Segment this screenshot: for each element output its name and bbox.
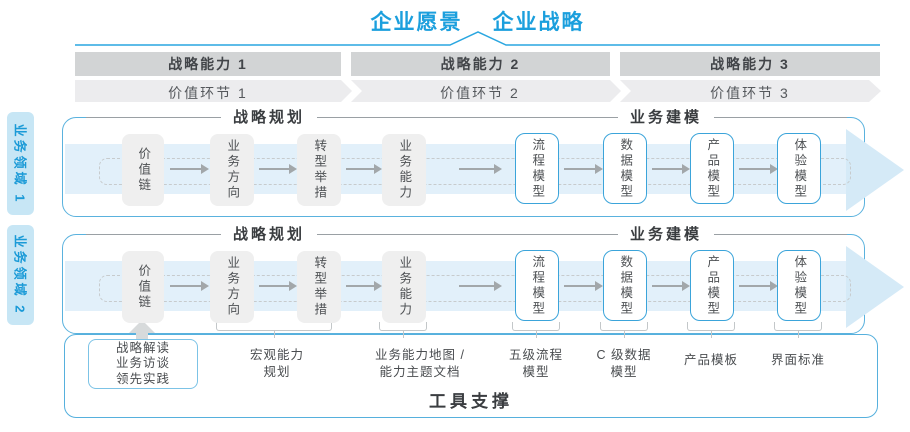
annotation-data-model: C 级数据 模型 (596, 348, 652, 379)
box-value-chain: 价值链 (122, 134, 164, 206)
enterprise-strategy-label: 企业战略 (492, 11, 585, 34)
box-business-direction: 业务方向 (210, 251, 254, 323)
flow-arrow-icon (259, 164, 297, 174)
flow-arrow-icon (259, 281, 297, 291)
strategic-capability-label-1: 战略能力 1 (168, 56, 248, 72)
brace-product-template (687, 322, 735, 338)
annotation-capability-map: 业务能力地图 / 能力主题文档 (375, 348, 465, 379)
flow-arrow-icon (652, 281, 690, 291)
flow-band-arrowhead-icon (846, 129, 904, 211)
annotation-product-template: 产品模板 (683, 353, 739, 367)
domain-tag-1-label: 业务领域 1 (12, 123, 27, 204)
box-process-model: 流程模型 (515, 250, 559, 321)
annotation-macro-capability: 宏观能力 规划 (249, 348, 305, 379)
domain-tag-2-label: 业务领域 2 (12, 234, 27, 316)
enterprise-vision-label: 企业愿景 (370, 11, 463, 34)
box-business-capability: 业务能力 (382, 251, 426, 323)
box-business-capability: 业务能力 (382, 134, 426, 206)
modeling-section-header: 业务建模 (617, 226, 715, 244)
up-arrow-icon (129, 320, 155, 333)
flow-arrow-icon (170, 281, 209, 291)
section-header-line (86, 109, 847, 127)
flow-arrow-icon (459, 281, 502, 291)
planning-section-header: 战略规划 (220, 109, 318, 127)
strategic-capability-band-2: 战略能力 2 (351, 52, 610, 76)
flow-arrow-icon (346, 164, 382, 174)
section-header-line (86, 226, 847, 244)
brace-capability-map (379, 322, 427, 338)
value-link-label-2: 价值环节 2 (440, 85, 520, 101)
flow-arrow-icon (459, 164, 502, 174)
tools-support-container: 工具支撑 (64, 334, 878, 418)
brace-data-model (600, 322, 648, 338)
box-business-direction: 业务方向 (210, 134, 254, 206)
dashed-flow-path (99, 275, 851, 302)
annotation-ui-standard: 界面标准 (770, 353, 826, 367)
modeling-section-header: 业务建模 (617, 109, 715, 127)
flow-arrow-icon (564, 281, 603, 291)
flow-arrow-icon (564, 164, 603, 174)
strategic-capability-label-3: 战略能力 3 (710, 56, 790, 72)
annotation-process-model: 五级流程 模型 (508, 348, 564, 379)
box-process-model: 流程模型 (515, 133, 559, 204)
flow-arrow-icon (346, 281, 382, 291)
flow-arrow-icon (652, 164, 690, 174)
brace-process-model (512, 322, 560, 338)
value-link-band (75, 80, 881, 102)
planning-section-header: 战略规划 (220, 226, 318, 244)
strategic-capability-band-3: 战略能力 3 (620, 52, 880, 76)
value-link-label-3: 价值环节 3 (710, 85, 790, 101)
box-product-model: 产品模型 (690, 133, 734, 204)
vision-connector-line (75, 31, 880, 46)
box-value-chain: 价值链 (122, 251, 164, 323)
flow-arrow-icon (170, 164, 209, 174)
diagram-title: 企业愿景 企业战略 (75, 6, 880, 36)
dashed-flow-path (99, 158, 851, 185)
brace-macro-capability (216, 322, 332, 338)
box-transformation-initiatives: 转型举措 (297, 251, 341, 323)
box-experience-model: 体验模型 (777, 133, 821, 204)
domain-tag-2: 业务领域 2 (7, 225, 34, 325)
strategic-capability-band-1: 战略能力 1 (75, 52, 341, 76)
practice-box: 战略解读 业务访谈 领先实践 (88, 339, 198, 389)
flow-band-arrowhead-icon (846, 246, 904, 328)
strategic-capability-label-2: 战略能力 2 (440, 56, 521, 72)
business-domain-row-1: 战略规划 业务建模 价值链 业务方向 转型举措 业务能力 流程模型 数据模型 产… (62, 109, 904, 217)
domain-tag-1: 业务领域 1 (7, 112, 34, 215)
box-transformation-initiatives: 转型举措 (297, 134, 341, 206)
flow-arrow-icon (739, 164, 778, 174)
business-domain-row-2: 战略规划 业务建模 价值链 业务方向 转型举措 业务能力 流程模型 数据模型 产… (62, 226, 904, 334)
box-data-model: 数据模型 (603, 133, 647, 204)
box-product-model: 产品模型 (690, 250, 734, 321)
tools-support-caption: 工具支撑 (429, 392, 513, 411)
value-link-label-1: 价值环节 1 (168, 85, 248, 101)
box-data-model: 数据模型 (603, 250, 647, 321)
box-experience-model: 体验模型 (777, 250, 821, 321)
brace-ui-standard (774, 322, 822, 338)
flow-arrow-icon (739, 281, 778, 291)
